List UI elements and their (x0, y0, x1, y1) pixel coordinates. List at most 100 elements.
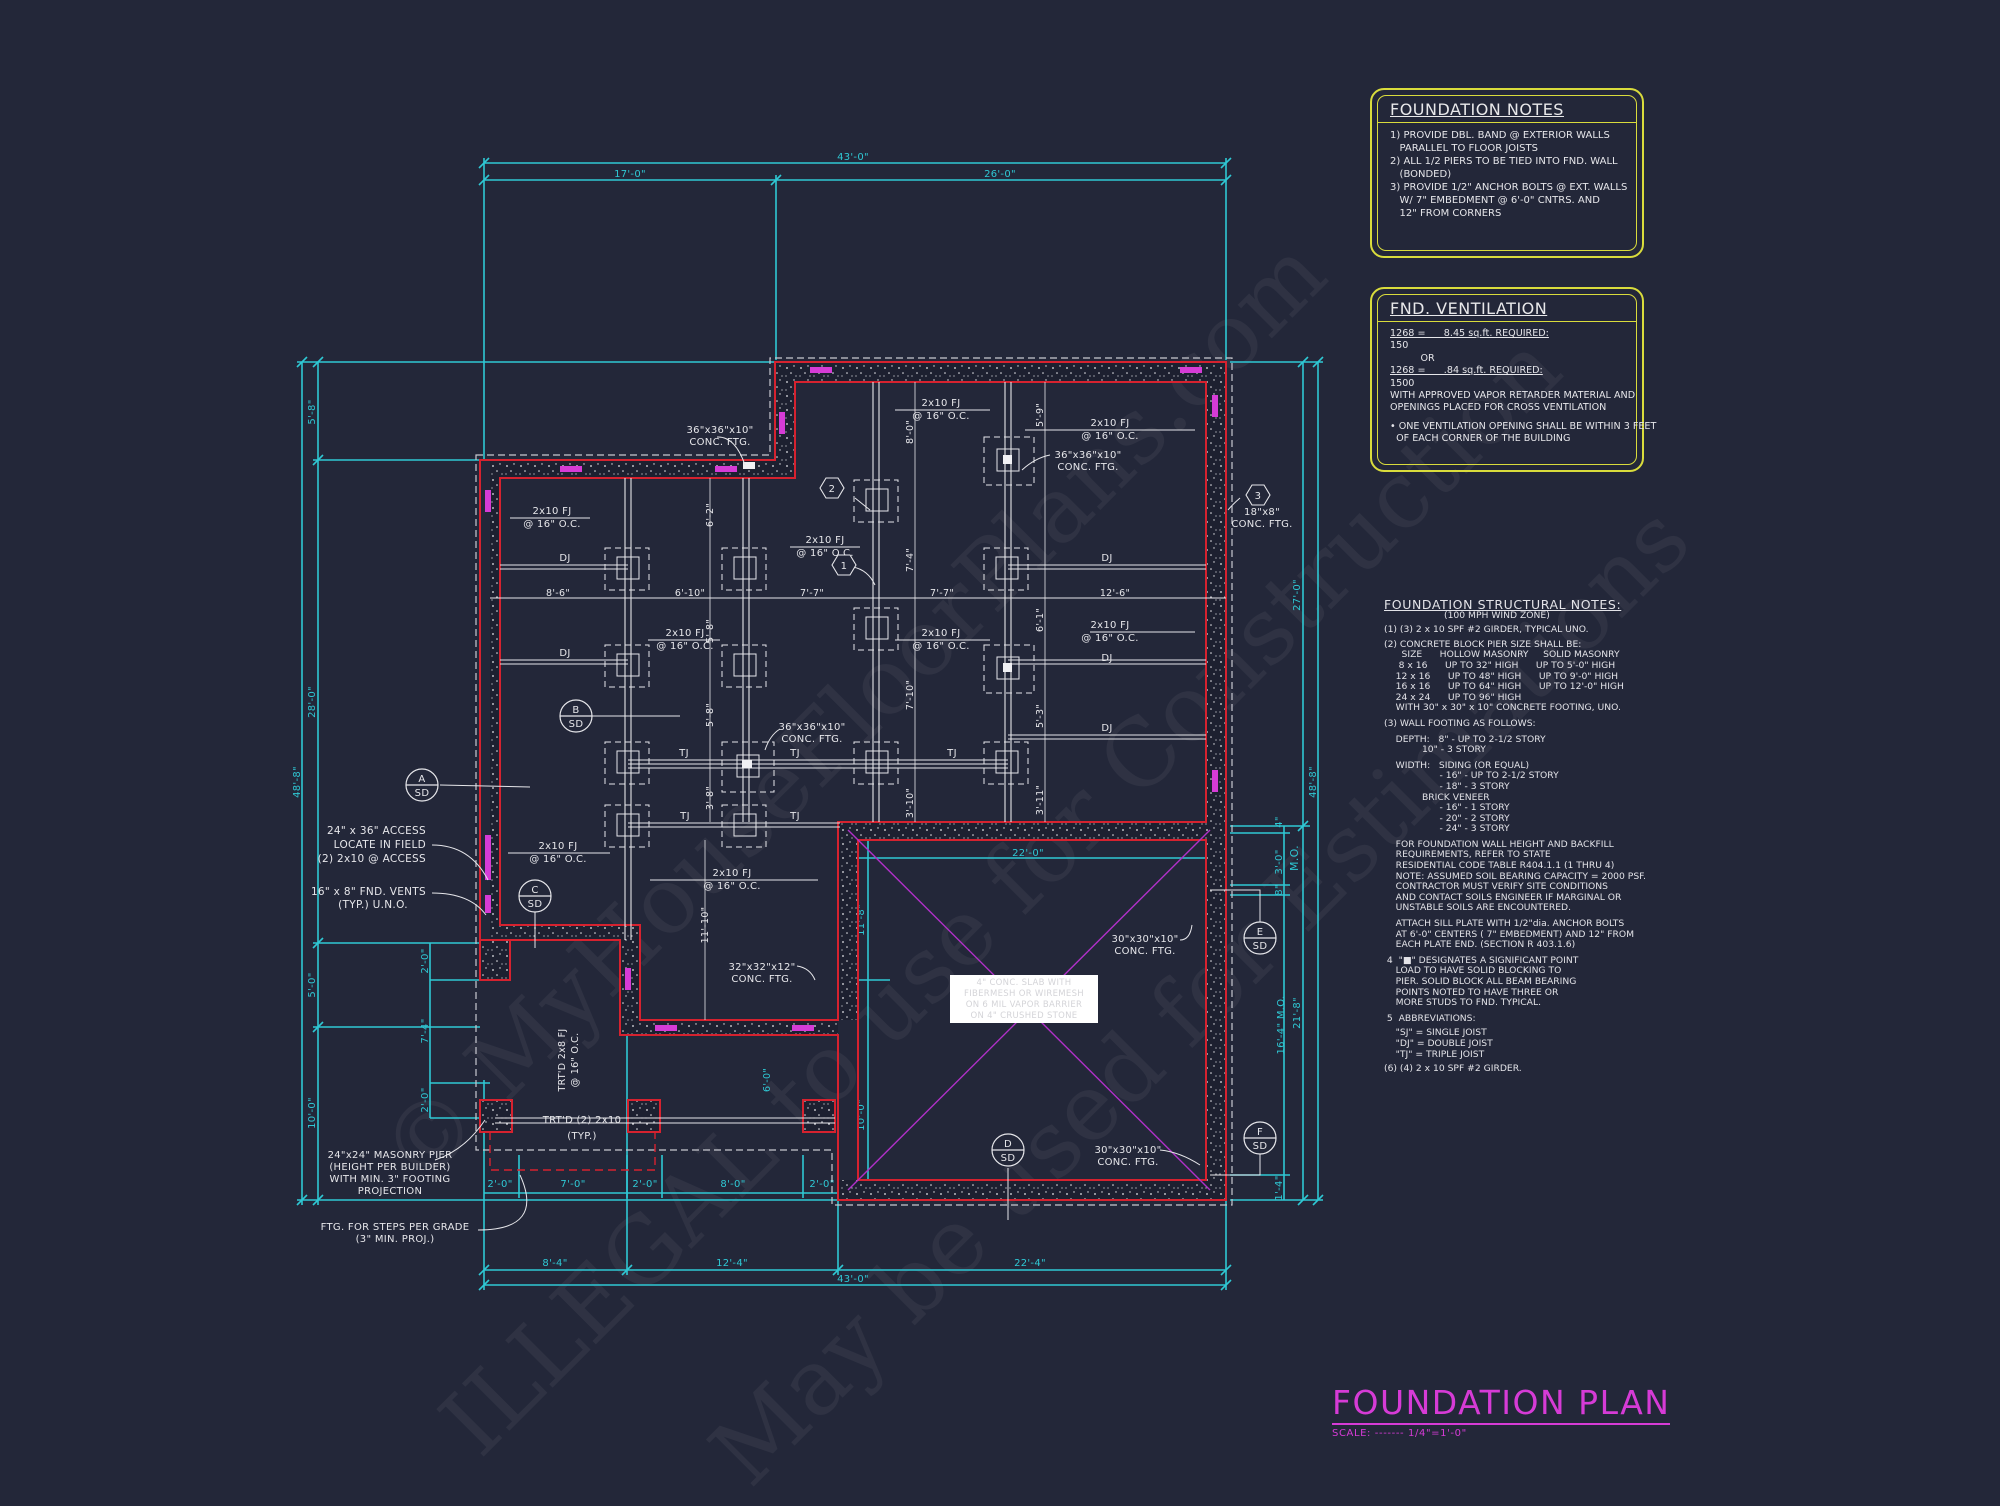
svg-text:6'-10": 6'-10" (675, 588, 705, 599)
drawing-title: FOUNDATION PLAN (1332, 1383, 1671, 1425)
svg-text:ON 4" CRUSHED STONE: ON 4" CRUSHED STONE (971, 1011, 1078, 1021)
svg-text:5'-9": 5'-9" (1035, 403, 1046, 427)
svg-text:2x10 FJ: 2x10 FJ (922, 398, 961, 409)
svg-text:2x10 FJ: 2x10 FJ (713, 868, 752, 879)
svg-text:3'-10": 3'-10" (905, 788, 916, 818)
dim-porch-5: 2'-0" (809, 1179, 834, 1190)
dim-left-3: 5'-0" (307, 972, 318, 997)
svg-text:(TYP.) U.N.O.: (TYP.) U.N.O. (338, 899, 408, 911)
svg-text:6'-1": 6'-1" (1035, 608, 1046, 632)
dimension-text: 43'-0" 17'-0" 26'-0" 8'-4" 12'-4" 22'-4"… (292, 152, 1319, 1285)
svg-text:1: 1 (841, 561, 848, 572)
piers (604, 436, 1035, 848)
dim-top-left: 17'-0" (614, 169, 646, 180)
svg-text:E: E (1257, 927, 1264, 938)
svg-text:DJ: DJ (1101, 553, 1112, 564)
svg-text:@ 16" O.C.: @ 16" O.C. (912, 641, 970, 652)
drawing-title-block: FOUNDATION PLAN SCALE: ------- 1/4"=1'-0… (1332, 1383, 1671, 1439)
svg-text:@ 16" O.C.: @ 16" O.C. (656, 641, 714, 652)
svg-text:2x10 FJ: 2x10 FJ (666, 628, 705, 639)
svg-text:C: C (531, 885, 538, 896)
dim-left-inner-3: 2'-0" (420, 1087, 431, 1112)
svg-text:ON 6 MIL VAPOR BARRIER: ON 6 MIL VAPOR BARRIER (966, 1000, 1083, 1010)
dim-right-inner-1: 4" (1274, 816, 1285, 828)
svg-text:LOCATE IN FIELD: LOCATE IN FIELD (334, 839, 426, 851)
svg-text:24"x24" MASONRY PIER: 24"x24" MASONRY PIER (328, 1150, 453, 1161)
svg-text:TRT'D 2x8 FJ: TRT'D 2x8 FJ (557, 1028, 568, 1092)
dim-left-inner-2: 7'-4" (420, 1018, 431, 1043)
svg-text:FTG. FOR STEPS PER GRADE: FTG. FOR STEPS PER GRADE (321, 1222, 470, 1233)
hex-tag-3 (1245, 484, 1271, 506)
dim-top-right: 26'-0" (984, 169, 1016, 180)
fnd-ventilation-body: 1268 = 8.45 sq.ft. REQUIRED: 150 OR 1268… (1390, 328, 1657, 445)
point-load-markers (742, 455, 1012, 768)
svg-text:@ 16" O.C.: @ 16" O.C. (796, 548, 854, 559)
svg-text:@ 16" O.C.: @ 16" O.C. (523, 519, 581, 530)
foundation-walls (475, 357, 1233, 1206)
dim-left-overall: 48'-8" (292, 766, 303, 798)
svg-text:SD: SD (1001, 1153, 1016, 1164)
svg-text:D: D (1004, 1139, 1012, 1150)
svg-text:7'-7": 7'-7" (930, 588, 954, 599)
foundation-notes-title: FOUNDATION NOTES (1378, 96, 1636, 123)
svg-text:TJ: TJ (789, 748, 800, 759)
fnd-ventilation-box: FND. VENTILATION 1268 = 8.45 sq.ft. REQU… (1370, 287, 1657, 472)
svg-text:CONC. FTG.: CONC. FTG. (1057, 462, 1118, 473)
svg-text:5'-8": 5'-8" (705, 703, 716, 727)
leader-lines (431, 436, 1261, 1231)
structural-notes-title: FOUNDATION STRUCTURAL NOTES: (1384, 597, 1622, 612)
svg-text:SD: SD (569, 719, 584, 730)
dim-garage-vert-2: 10'-0" (856, 1099, 867, 1131)
dim-porch-4: 8'-0" (720, 1179, 745, 1190)
svg-text:2x10 FJ: 2x10 FJ (539, 841, 578, 852)
drawing-scale: SCALE: ------- 1/4"=1'-0" (1332, 1428, 1467, 1439)
svg-text:2x10 FJ: 2x10 FJ (533, 506, 572, 517)
dim-garage-width: 22'-0" (1012, 848, 1044, 859)
hex-tag-2 (819, 477, 845, 499)
svg-text:CONC. FTG.: CONC. FTG. (781, 734, 842, 745)
svg-text:18"x8": 18"x8" (1244, 507, 1280, 518)
svg-text:5'-8": 5'-8" (705, 619, 716, 643)
foundation-notes-box: FOUNDATION NOTES 1) PROVIDE DBL. BAND @ … (1370, 88, 1644, 258)
hex-tags (819, 477, 1271, 576)
svg-text:@ 16" O.C.: @ 16" O.C. (912, 411, 970, 422)
svg-text:DJ: DJ (1101, 653, 1112, 664)
svg-text:@ 16" O.C.: @ 16" O.C. (703, 881, 761, 892)
svg-text:4" CONC. SLAB WITH: 4" CONC. SLAB WITH (977, 978, 1072, 988)
svg-text:DJ: DJ (559, 553, 570, 564)
svg-text:SD: SD (1253, 1141, 1268, 1152)
dim-right-mo: M.O. (1288, 845, 1301, 871)
section-markers (405, 699, 1277, 1167)
svg-text:16" x 8" FND. VENTS: 16" x 8" FND. VENTS (311, 886, 426, 898)
plan-labels: 2x10 FJ @ 16" O.C. 2x10 FJ @ 16" O.C. 2x10… (311, 398, 1292, 1245)
dim-garage-vert-1: 11'-8" (856, 904, 867, 936)
svg-text:SD: SD (1253, 941, 1268, 952)
dim-right-inner-2: 3'-0" (1274, 849, 1285, 874)
svg-text:36"x36"x10": 36"x36"x10" (1054, 450, 1121, 461)
structural-notes: FOUNDATION STRUCTURAL NOTES: (100 MPH WI… (1384, 597, 1674, 1075)
dim-right-2: 21'-8" (1292, 997, 1303, 1029)
svg-text:30"x30"x10": 30"x30"x10" (1094, 1145, 1161, 1156)
svg-text:B: B (572, 705, 579, 716)
svg-text:2x10 FJ: 2x10 FJ (922, 628, 961, 639)
girders (490, 382, 1226, 1124)
dim-right-inner-3: 8" (1274, 884, 1285, 896)
dim-right-1: 27'-0" (1292, 579, 1303, 611)
svg-text:12'-6": 12'-6" (1100, 588, 1130, 599)
dim-porch-1: 2'-0" (487, 1179, 512, 1190)
dim-bottom-1: 8'-4" (542, 1258, 567, 1269)
svg-text:7'-4": 7'-4" (905, 548, 916, 572)
svg-text:36"x36"x10": 36"x36"x10" (778, 722, 845, 733)
dim-porch-3: 2'-0" (632, 1179, 657, 1190)
dim-porch-2: 7'-0" (560, 1179, 585, 1190)
svg-text:FIBERMESH OR WIREMESH: FIBERMESH OR WIREMESH (964, 989, 1084, 999)
svg-text:CONC. FTG.: CONC. FTG. (731, 974, 792, 985)
svg-text:(2) 2x10 @ ACCESS: (2) 2x10 @ ACCESS (318, 853, 426, 865)
dim-bottom-2: 12'-4" (716, 1258, 748, 1269)
svg-text:(HEIGHT PER BUILDER): (HEIGHT PER BUILDER) (329, 1162, 450, 1173)
foundation-notes-body: 1) PROVIDE DBL. BAND @ EXTERIOR WALLS PA… (1390, 130, 1628, 219)
svg-text:PROJECTION: PROJECTION (358, 1186, 423, 1197)
fnd-ventilation-title: FND. VENTILATION (1378, 295, 1636, 322)
floor-joist-arrows (508, 409, 1195, 881)
